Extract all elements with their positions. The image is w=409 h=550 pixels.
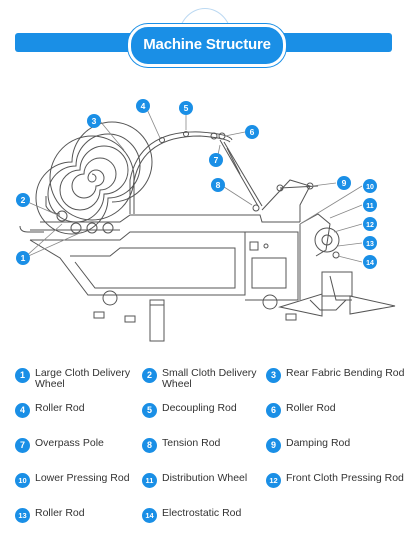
legend-label: Roller Rod (286, 402, 336, 414)
legend-label: Roller Rod (35, 507, 85, 519)
legend-item: 2 Small Cloth Delivery Wheel (142, 368, 264, 390)
callout-label: 6 (250, 127, 255, 137)
callout-14: 14 (363, 255, 377, 269)
callout-label: 2 (21, 195, 26, 205)
callout-label: 10 (366, 184, 374, 191)
callout-label: 7 (214, 155, 219, 165)
legend-number: 8 (142, 438, 157, 453)
callout-2: 2 (16, 193, 30, 207)
legend-item: 9 Damping Rod (266, 438, 406, 453)
guide-arc (129, 131, 233, 214)
callout-9: 9 (337, 176, 351, 190)
legend-number: 5 (142, 403, 157, 418)
callout-label: 11 (366, 203, 374, 210)
legend-number: 6 (266, 403, 281, 418)
legend-number: 2 (142, 368, 157, 383)
callout-label: 13 (366, 241, 374, 248)
legend-item: 4 Roller Rod (15, 403, 137, 418)
callout-label: 12 (366, 222, 374, 229)
callout-label: 4 (141, 101, 146, 111)
legend-label: Damping Rod (286, 437, 351, 449)
callout-5: 5 (179, 101, 193, 115)
legend-item: 6 Roller Rod (266, 403, 406, 418)
callout-label: 9 (342, 178, 347, 188)
banner-pill (128, 24, 286, 67)
legend-label: Lower Pressing Rod (35, 472, 130, 484)
legend-number: 9 (266, 438, 281, 453)
legend-number: 3 (266, 368, 281, 383)
legend-label: Overpass Pole (35, 437, 104, 449)
legend-item: 1 Large Cloth Delivery Wheel (15, 368, 137, 390)
legend-label: Distribution Wheel (162, 472, 248, 484)
callout-label: 14 (366, 260, 374, 267)
callout-8: 8 (211, 178, 225, 192)
legend-item: 14 Electrostatic Rod (142, 508, 264, 523)
legend-number: 7 (15, 438, 30, 453)
legend-item: 11 Distribution Wheel (142, 473, 264, 488)
frame-top (40, 214, 300, 223)
callout-11: 11 (363, 198, 377, 212)
callout-label: 1 (21, 253, 26, 263)
legend-item: 5 Decoupling Rod (142, 403, 264, 418)
callout-12: 12 (363, 217, 377, 231)
callout-4: 4 (136, 99, 150, 113)
callout-10: 10 (363, 179, 377, 193)
legend-item: 3 Rear Fabric Bending Rod (266, 368, 406, 383)
legend-number: 13 (15, 508, 30, 523)
legend-number: 1 (15, 368, 30, 383)
callout-7: 7 (209, 153, 223, 167)
legend-label: Tension Rod (162, 437, 221, 449)
callout-label: 5 (184, 103, 189, 113)
legend-number: 12 (266, 473, 281, 488)
legend-item: 7 Overpass Pole (15, 438, 137, 453)
legend-item: 8 Tension Rod (142, 438, 264, 453)
legend-number: 10 (15, 473, 30, 488)
legend-number: 4 (15, 403, 30, 418)
callout-1: 1 (16, 251, 30, 265)
legend-item: 10 Lower Pressing Rod (15, 473, 137, 488)
legend-label: Electrostatic Rod (162, 507, 242, 519)
legend-label: Large Cloth Delivery Wheel (35, 367, 131, 390)
cloth-roll-outer (49, 135, 135, 221)
cloth-roll-spiral (35, 121, 153, 235)
callout-3: 3 (87, 114, 101, 128)
legend-label: Rear Fabric Bending Rod (286, 367, 405, 379)
legend-label: Decoupling Rod (162, 402, 237, 414)
page-title: Machine Structure (143, 36, 271, 53)
legend-label: Roller Rod (35, 402, 85, 414)
legend-number: 11 (142, 473, 157, 488)
callout-6: 6 (245, 125, 259, 139)
frame-body (29, 231, 246, 296)
callout-label: 3 (92, 116, 97, 126)
callout-label: 8 (216, 180, 221, 190)
legend-item: 12 Front Cloth Pressing Rod (266, 473, 406, 488)
legend: 1 Large Cloth Delivery Wheel 2 Small Cloth … (0, 365, 409, 545)
legend-number: 14 (142, 508, 157, 523)
legend-label: Front Cloth Pressing Rod (286, 472, 404, 484)
callout-13: 13 (363, 236, 377, 250)
legend-item: 13 Roller Rod (15, 508, 137, 523)
legend-label: Small Cloth Delivery Wheel (162, 367, 257, 390)
